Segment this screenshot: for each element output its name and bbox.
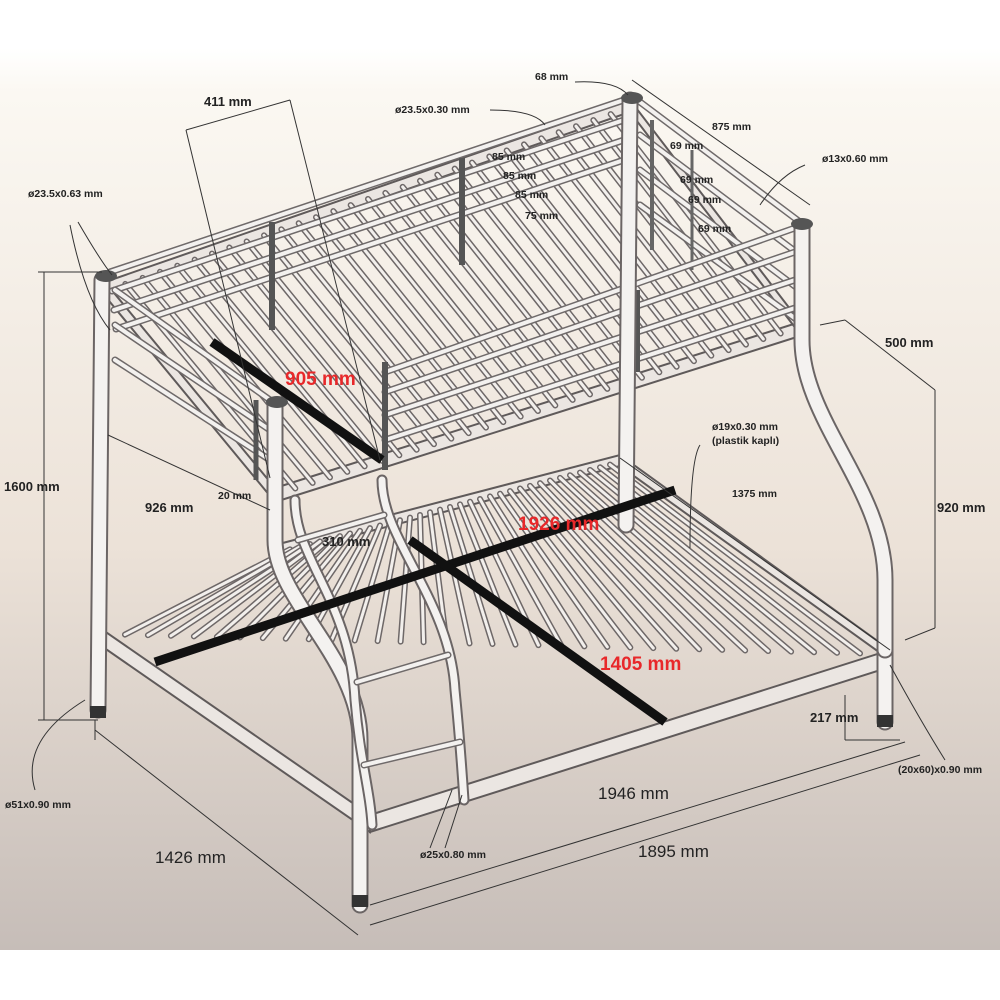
slat xyxy=(508,489,632,650)
label-tube-235-030: ø23.5x0.30 mm xyxy=(395,104,470,116)
slat xyxy=(192,539,322,638)
label-gap-69a: 69 mm xyxy=(670,140,703,152)
upper-width-bar xyxy=(209,338,385,464)
slat xyxy=(538,481,701,651)
label-gap-85a: 85 mm xyxy=(492,151,525,163)
upper-back-guard-rails xyxy=(106,94,634,333)
label-tube-25-080: ø25x0.80 mm xyxy=(420,849,486,861)
slat xyxy=(353,521,392,642)
upper-left-end-guard xyxy=(111,286,274,480)
label-depth-1426: 1426 mm xyxy=(155,848,226,867)
label-tube-19-note: (plastik kaplı) xyxy=(712,435,779,447)
label-lower-width: 1405 mm xyxy=(600,654,681,675)
support-bars xyxy=(153,338,677,726)
label-profile-20x60: (20x60)x0.90 mm xyxy=(898,764,982,776)
post-cap-front-right xyxy=(266,396,288,408)
slat xyxy=(498,492,609,649)
slat xyxy=(528,484,678,651)
label-ladder-310: 310 mm xyxy=(322,534,370,549)
slat xyxy=(448,505,494,646)
foot-front-left xyxy=(90,706,106,718)
slat xyxy=(123,547,292,637)
upper-front-guard-rails xyxy=(381,224,799,470)
slat xyxy=(578,471,793,654)
upper-right-end-guard xyxy=(636,98,804,326)
slat xyxy=(169,542,312,638)
upper-bed xyxy=(104,94,804,505)
label-tube-13-060: ø13x0.60 mm xyxy=(822,153,888,165)
label-height-500: 500 mm xyxy=(885,335,933,350)
post-cap-back-right xyxy=(791,218,813,230)
dimension-lines xyxy=(31,79,946,936)
label-tube-19-030: ø19x0.30 mm xyxy=(712,421,778,433)
label-depth-1375: 1375 mm xyxy=(732,488,777,500)
label-gap-85c: 85 mm xyxy=(515,189,548,201)
label-gap-69d: 69 mm xyxy=(698,223,731,235)
label-tube-51-090: ø51x0.90 mm xyxy=(5,799,71,811)
slat xyxy=(568,473,770,653)
slat xyxy=(548,479,724,652)
label-gap-85b: 85 mm xyxy=(503,170,536,182)
label-gap-20: 20 mm xyxy=(218,490,251,502)
slat xyxy=(488,494,586,648)
dimension-labels: 68 mm 411 mm ø23.5x0.30 mm 875 mm ø13x0.… xyxy=(4,71,985,867)
label-gap-69c: 69 mm xyxy=(688,194,721,206)
label-depth-875: 875 mm xyxy=(712,121,751,133)
label-upper-width: 905 mm xyxy=(285,369,356,390)
label-tube-68: 68 mm xyxy=(535,71,568,83)
label-length-411: 411 mm xyxy=(204,94,252,109)
slat xyxy=(558,476,747,652)
label-gap-75: 75 mm xyxy=(525,210,558,222)
lower-length-bar xyxy=(153,485,677,667)
lower-width-bar xyxy=(407,536,668,726)
label-lower-length: 1926 mm xyxy=(518,514,599,535)
slat xyxy=(518,486,655,650)
foot-front-right xyxy=(352,895,368,907)
post-cap-front-left xyxy=(95,270,117,282)
label-gap-69b: 69 mm xyxy=(680,174,713,186)
label-width-926: 926 mm xyxy=(145,500,193,515)
ladder xyxy=(289,474,470,831)
label-height-217: 217 mm xyxy=(810,710,858,725)
label-height-1600: 1600 mm xyxy=(4,479,60,494)
label-length-1946: 1946 mm xyxy=(598,784,669,803)
slat xyxy=(478,497,563,648)
label-length-1895: 1895 mm xyxy=(638,842,709,861)
lower-back-right-foot xyxy=(877,715,893,727)
label-height-920: 920 mm xyxy=(937,500,985,515)
label-tube-235-063: ø23.5x0.63 mm xyxy=(28,188,103,200)
post-cap-back-left xyxy=(621,92,643,104)
slat xyxy=(458,502,517,647)
